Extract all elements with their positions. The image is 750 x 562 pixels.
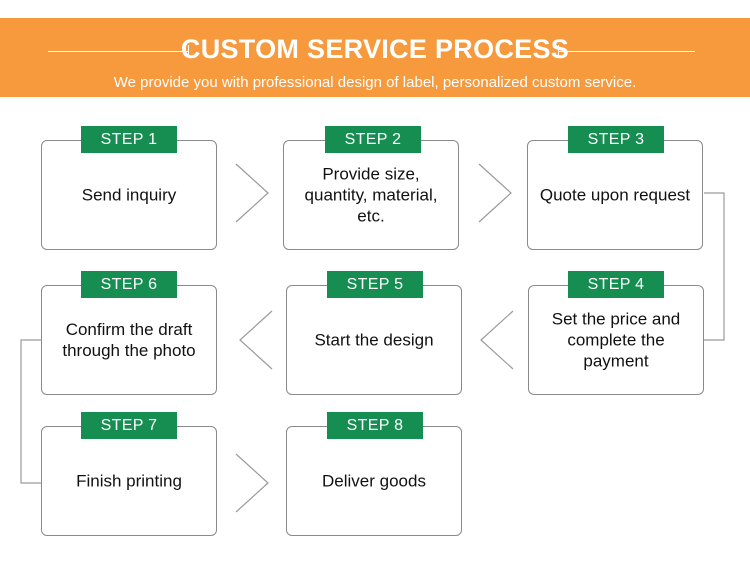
decorative-tick-left [188,45,189,58]
step-badge-1: STEP 1 [81,126,177,153]
step-box-3: Quote upon request [527,140,703,250]
step-badge-4: STEP 4 [568,271,664,298]
chevron-right-icon [235,163,269,223]
decorative-tick-right [558,45,559,58]
step-badge-5: STEP 5 [327,271,423,298]
step-box-7: Finish printing [41,426,217,536]
step-badge-3: STEP 3 [568,126,664,153]
chevron-right-icon [235,453,269,513]
step-box-5: Start the design [286,285,462,395]
step-text: Send inquiry [81,185,177,205]
step-badge-7: STEP 7 [81,412,177,439]
step-box-8: Deliver goods [286,426,462,536]
step-text: Deliver goods [322,471,426,491]
step-box-2: Provide size,quantity, material,etc. [283,140,459,250]
step-text: Provide size,quantity, material,etc. [304,164,438,226]
page-title: CUSTOM SERVICE PROCESS [180,34,570,64]
page-subtitle: We provide you with professional design … [113,74,637,91]
step-text: Quote upon request [539,185,691,205]
step-text: Finish printing [76,471,182,491]
step-badge-8: STEP 8 [327,412,423,439]
chevron-left-icon [239,310,273,370]
chevron-left-icon [480,310,514,370]
step-text: Start the design [314,330,434,350]
step-box-1: Send inquiry [41,140,217,250]
connector-line-step3-step4 [704,192,725,341]
header-banner: CUSTOM SERVICE PROCESS We provide you wi… [0,18,750,97]
step-badge-2: STEP 2 [325,126,421,153]
step-badge-6: STEP 6 [81,271,177,298]
connector-line-step6-step7 [20,339,41,484]
chevron-right-icon [478,163,512,223]
decorative-line-right [559,51,695,52]
decorative-line-left [48,51,188,52]
